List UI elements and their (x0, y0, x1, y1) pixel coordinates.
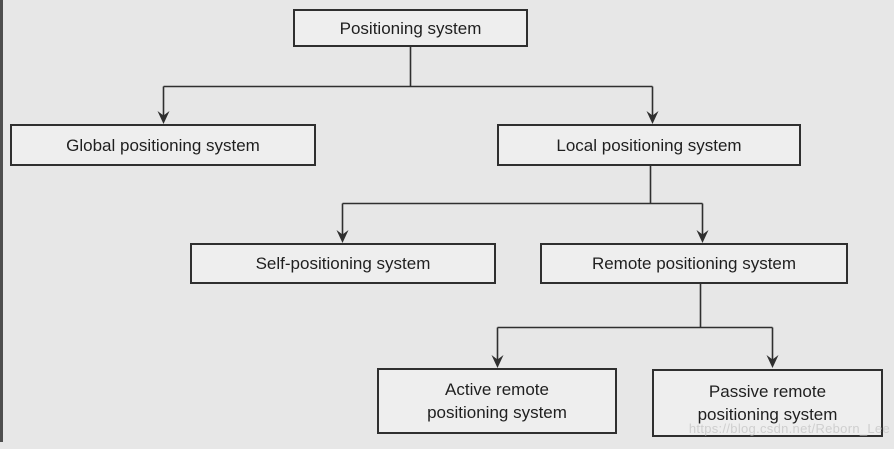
left-edge-rule (0, 0, 3, 442)
node-label: Remote positioning system (591, 254, 797, 273)
connector-root-to-children (157, 47, 659, 124)
node-label: Local positioning system (556, 135, 742, 155)
arrow-down-icon (157, 111, 170, 124)
node-label: Positioning system (339, 18, 482, 38)
arrow-down-icon (766, 355, 779, 368)
node-label: Self-positioning system (255, 254, 431, 273)
connector-local-to-children (336, 166, 709, 243)
node-remote-positioning-system: Remote positioning system (540, 243, 848, 284)
node-global-positioning-system: Global positioning system (10, 124, 316, 166)
node-passive-remote-positioning-system: Passive remote positioning system (652, 369, 883, 437)
arrow-down-icon (646, 111, 659, 124)
connector-remote-to-children (491, 284, 779, 368)
watermark-url: https://blog.csdn.net/Reborn_Lee (688, 421, 890, 436)
node-active-remote-positioning-system: Active remote positioning system (377, 368, 617, 434)
node-label: Global positioning system (66, 135, 260, 155)
node-self-positioning-system: Self-positioning system (190, 243, 496, 284)
node-label-line-2: positioning system (427, 403, 567, 422)
arrow-down-icon (491, 355, 504, 368)
arrow-down-icon (336, 230, 349, 243)
node-label-line-1: Active remote (445, 380, 549, 399)
node-label-line-2: positioning system (697, 405, 838, 424)
node-local-positioning-system: Local positioning system (497, 124, 801, 166)
node-positioning-system: Positioning system (293, 9, 528, 47)
node-label-line-1: Passive remote (708, 382, 827, 401)
arrow-down-icon (696, 230, 709, 243)
